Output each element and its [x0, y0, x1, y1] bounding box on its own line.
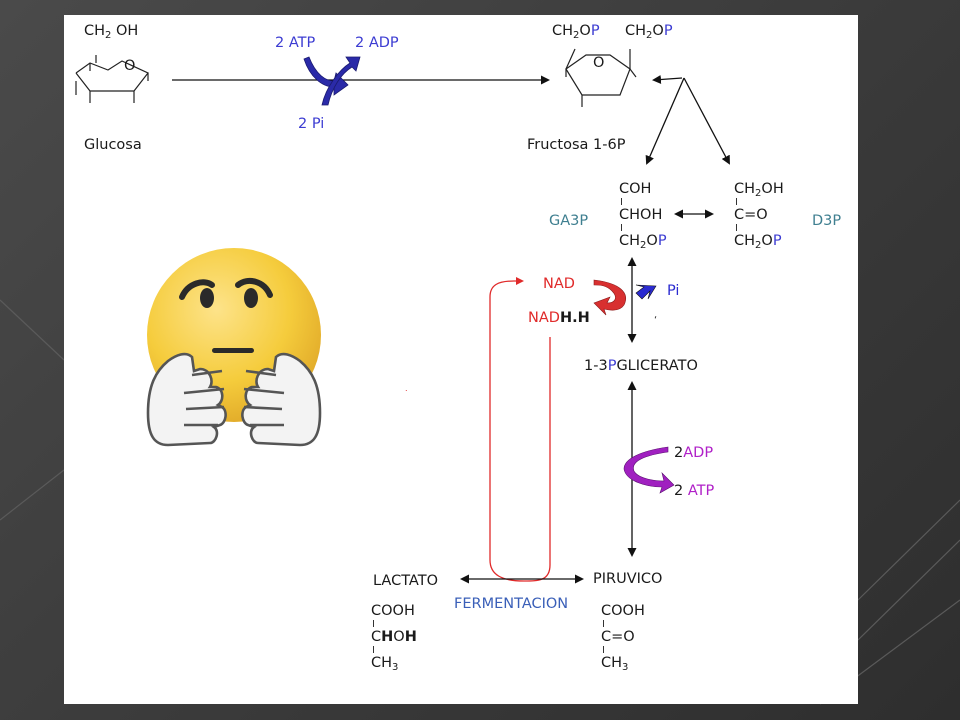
adp-atp-curved-arrow: [623, 446, 675, 494]
lactato-formula: COOH CHOH CH3: [371, 603, 417, 673]
atp-adp-curved-arrows: [303, 56, 361, 106]
atp-label: 2 ATP: [275, 35, 316, 51]
d3p-formula: CH2OH C=O CH2OP: [734, 181, 784, 251]
adp-output-label: 2ADP: [674, 445, 714, 461]
nadh-recycle-loop: [489, 277, 551, 582]
glucose-formula-top: CH2 OH: [84, 23, 139, 41]
slide-canvas: ‘ .: [64, 15, 858, 704]
d3p-label: D3P: [812, 213, 842, 229]
glucose-label: Glucosa: [84, 137, 142, 153]
glucose-ring-oxygen: O: [124, 58, 136, 74]
pi-arrow: [635, 284, 657, 300]
nadh-label: NADH.H: [528, 310, 590, 326]
arrow-split-ga3p: [645, 77, 685, 165]
piruvico-formula: COOH C=O CH3: [601, 603, 645, 673]
diagram-graphics: ‘ .: [75, 48, 730, 584]
atp-output-label: 2 ATP: [674, 483, 715, 499]
fructose-label: Fructosa 1-6P: [527, 137, 626, 153]
dot-mark: ‘: [654, 315, 657, 326]
nad-label: NAD: [543, 276, 575, 292]
pi-phosphate-label: Pi: [667, 283, 680, 299]
fructose-formula-left: CH2OP: [552, 23, 600, 41]
fermentation-label: FERMENTACION: [454, 596, 569, 612]
pi-label: 2 Pi: [298, 116, 325, 132]
piruvico-label: PIRUVICO: [593, 571, 663, 587]
adp-label: 2 ADP: [355, 35, 399, 51]
arrow-back-to-fructose: [652, 75, 683, 84]
lactato-label: LACTATO: [373, 573, 438, 589]
fructose-formula-right: CH2OP: [625, 23, 673, 41]
ga3p-formula: COH CHOH CH2OP: [619, 181, 667, 251]
fructose-ring: [565, 48, 637, 107]
worried-face-with-hands-icon: [88, 202, 394, 478]
ga3p-label: GA3P: [549, 213, 589, 229]
fructose-ring-oxygen: O: [593, 55, 605, 71]
glucose-ring: [75, 55, 149, 103]
glicerato-label: 1-3PGLICERATO: [584, 358, 698, 374]
nad-curved-arrow: [593, 279, 626, 316]
arrow-split-d3p: [683, 77, 730, 165]
stray-mark: .: [405, 384, 408, 393]
